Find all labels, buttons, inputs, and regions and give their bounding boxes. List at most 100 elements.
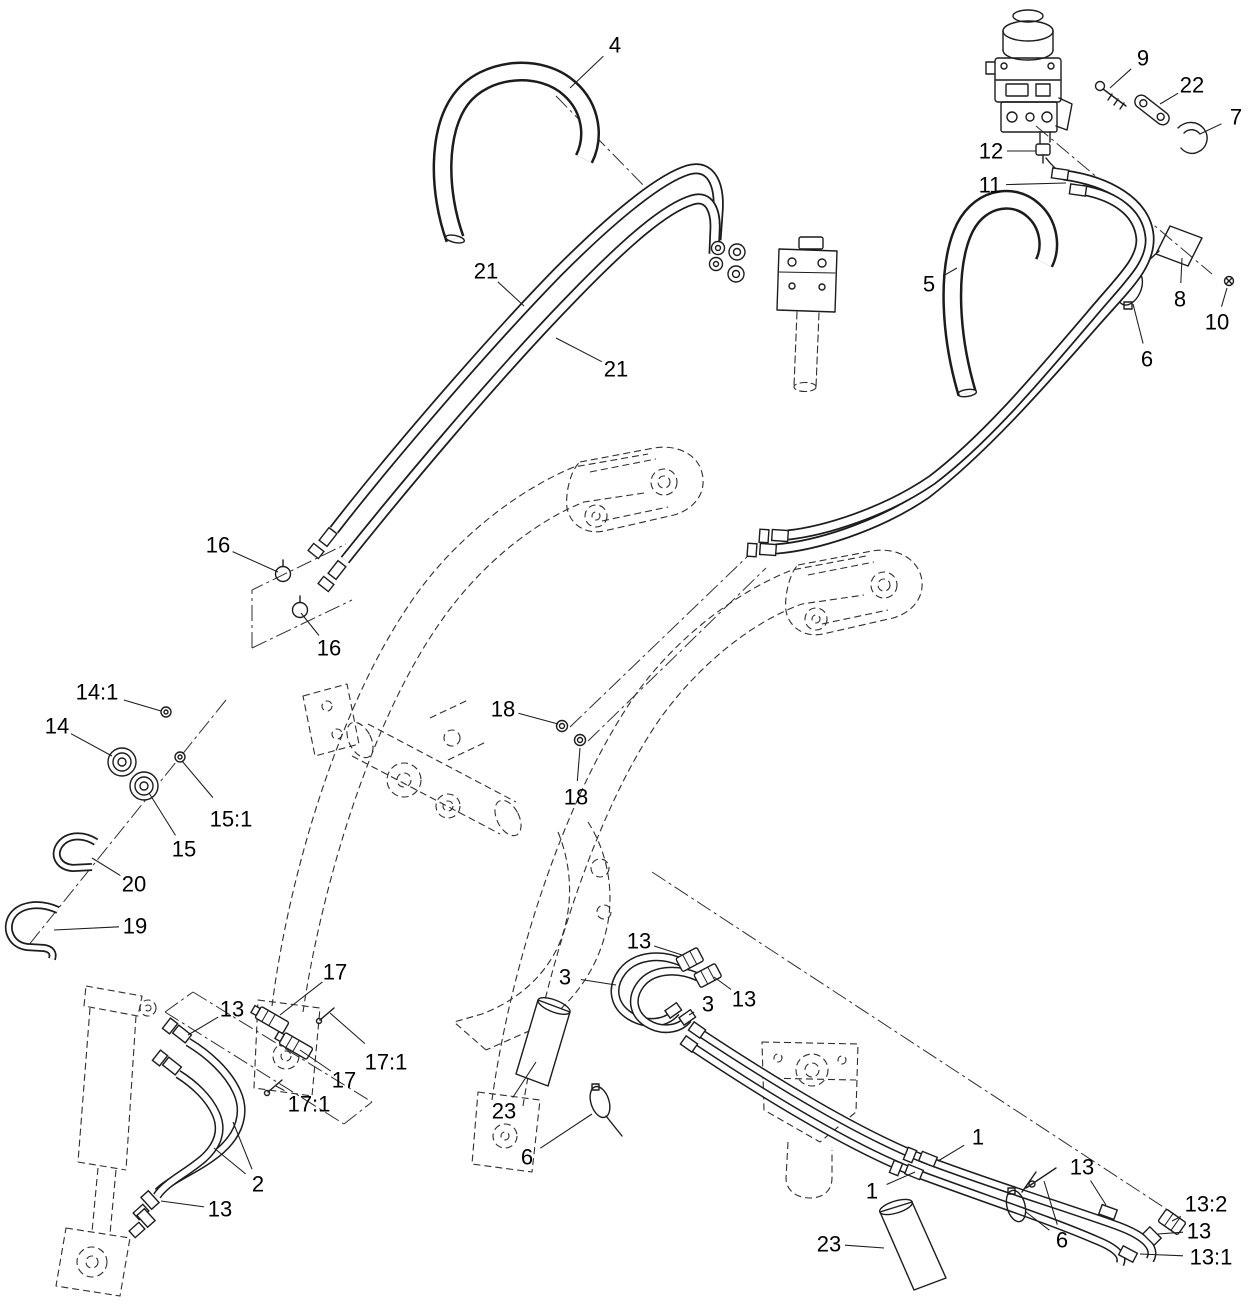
callout-leader: [279, 981, 323, 1016]
callout-leader: [1109, 68, 1132, 89]
coupler-13-a: [675, 947, 704, 972]
callout-leader: [299, 1049, 332, 1072]
callout-label-13-41: 13: [1187, 1219, 1211, 1244]
fitting-14: [107, 747, 137, 777]
callout-leader: [275, 1085, 285, 1092]
callout-leader: [688, 1011, 695, 1016]
callout-leader: [1157, 1231, 1184, 1235]
clip-19: [4, 901, 60, 961]
callout-label-6-32: 6: [521, 1145, 533, 1170]
callout-label-16-13: 16: [317, 636, 341, 661]
bolt-9-icon: [1094, 80, 1127, 110]
clip-20: [52, 832, 99, 872]
elbow-fitting-12: [1035, 143, 1065, 176]
callout-leader: [713, 976, 732, 990]
callout-label-17-1-28: 17:1: [365, 1050, 408, 1075]
hose-1-fittings: [679, 1020, 1163, 1264]
callout-leader: [1171, 1216, 1182, 1222]
callout-label-18-20: 18: [491, 697, 515, 722]
pin-bottom-right: [1025, 1167, 1057, 1189]
coupler-13-2: [1157, 1209, 1187, 1235]
callout-label-14-15: 14: [45, 714, 69, 739]
sleeve-23-bottom: [878, 1198, 947, 1291]
callout-leader: [937, 1144, 965, 1162]
hose-5: [942, 189, 1059, 398]
callout-leader: [942, 267, 958, 277]
pin-17-1-b: [263, 1079, 283, 1097]
callout-label-14-1-14: 14:1: [76, 680, 119, 705]
callout-label-21-11: 21: [604, 357, 628, 382]
center-frame: [302, 683, 612, 1051]
callout-leader: [844, 1244, 885, 1249]
callout-label-17-29: 17: [332, 1068, 356, 1093]
callout-leader: [91, 857, 121, 877]
cable-tie-6-bottom-left: [589, 1083, 623, 1137]
callout-leader: [232, 551, 279, 573]
control-valve: [776, 236, 838, 393]
callout-label-15-1-16: 15:1: [210, 807, 253, 832]
hose-21-fittings: [307, 240, 746, 593]
callout-label-12-4: 12: [979, 139, 1003, 164]
callout-label-1-36: 1: [866, 1179, 878, 1204]
pump-assembly: [985, 9, 1073, 145]
callout-leader: [512, 1061, 537, 1098]
hose-4: [432, 61, 600, 244]
callout-leader: [123, 699, 162, 712]
callout-label-23-39: 23: [817, 1232, 841, 1257]
phantom-centerlines: [27, 95, 1213, 1215]
callout-label-11-5: 11: [979, 173, 1002, 198]
callout-leader: [148, 792, 176, 836]
callout-label-15-17: 15: [172, 837, 196, 862]
clamp-16-pair: [274, 559, 309, 619]
callout-label-9-1: 9: [1137, 46, 1149, 71]
fitting-15: [129, 771, 159, 801]
callout-label-6-38: 6: [1056, 1228, 1068, 1253]
callout-layer: 492271211581062121161614:11415:115201918…: [45, 33, 1242, 1270]
callout-leader: [1139, 1253, 1184, 1257]
hose-pair-21: [329, 163, 724, 564]
sleeve-23-left: [515, 997, 571, 1087]
callout-leader: [518, 712, 559, 725]
coupler-13-b: [693, 963, 722, 988]
callout-label-13-27: 13: [220, 997, 244, 1022]
callout-leader: [580, 978, 617, 986]
washer-14-1: [160, 706, 172, 718]
callout-leader: [160, 1200, 205, 1208]
washer-18-pair: [555, 719, 587, 747]
callout-leader: [497, 281, 525, 307]
callout-leader: [1199, 123, 1222, 135]
hose-pair-3: [610, 952, 700, 1034]
hose-pair-11: [775, 169, 1155, 555]
hose-pair-2: [153, 1038, 246, 1199]
callout-leader: [300, 612, 320, 636]
callout-leader: [181, 760, 214, 798]
callout-label-20-18: 20: [122, 872, 146, 897]
callout-label-1-35: 1: [972, 1125, 984, 1150]
hose-pair-1: [691, 1030, 1157, 1267]
callout-label-3-23: 3: [559, 965, 571, 990]
callout-leader: [1132, 303, 1144, 344]
callout-leader: [540, 1113, 593, 1149]
callout-leader: [1005, 182, 1067, 186]
callout-leader: [1090, 1180, 1107, 1206]
hose-2-fittings: [128, 1017, 193, 1239]
link-clip-22: [1134, 94, 1170, 126]
callout-label-13-37: 13: [1070, 1155, 1094, 1180]
callout-leader: [654, 945, 683, 956]
callout-leader: [53, 926, 120, 931]
callout-label-13-22: 13: [627, 929, 651, 954]
callout-leader: [1220, 287, 1228, 307]
pin-17-1-a: [315, 1007, 335, 1025]
clamp-7: [1177, 121, 1208, 155]
callout-label-21-10: 21: [474, 259, 498, 284]
callout-leader: [213, 1147, 246, 1175]
callout-leader: [70, 733, 113, 757]
callout-label-5-6: 5: [923, 272, 935, 297]
callout-leader: [1180, 257, 1183, 284]
callout-label-8-7: 8: [1174, 287, 1186, 312]
callout-label-7-3: 7: [1230, 105, 1242, 130]
callout-label-13-34: 13: [208, 1197, 232, 1222]
callout-label-23-31: 23: [492, 1099, 516, 1124]
callout-leader: [576, 747, 581, 782]
